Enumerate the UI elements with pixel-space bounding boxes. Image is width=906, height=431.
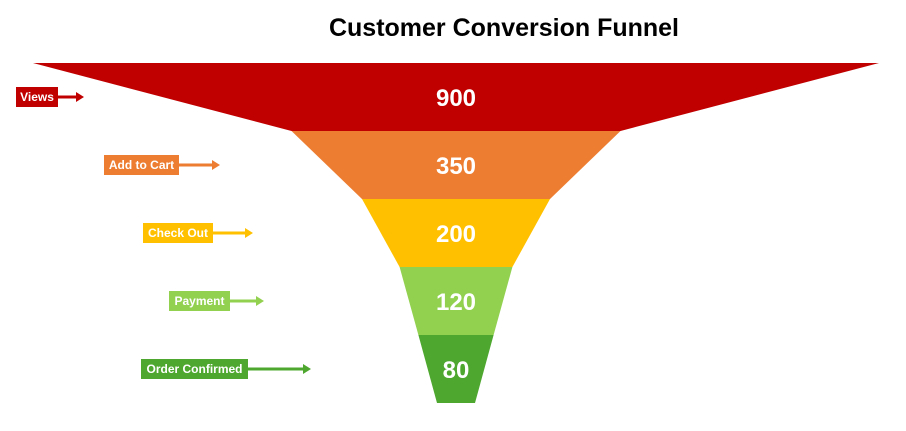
stage-label: Views <box>20 90 54 104</box>
stage-label-box <box>143 223 213 243</box>
funnel-segment-check-out <box>362 199 550 267</box>
arrow-head-icon <box>212 160 220 170</box>
funnel-segment-add-to-cart <box>291 131 621 199</box>
funnel-segment-views <box>33 63 879 131</box>
value-label: 900 <box>436 85 476 112</box>
stage-label-box <box>16 87 58 107</box>
stage-label-box <box>141 359 248 379</box>
funnel-segment-payment <box>399 267 513 335</box>
arrow-head-icon <box>256 296 264 306</box>
stage-label: Payment <box>174 294 224 308</box>
stage-label: Order Confirmed <box>146 362 242 376</box>
arrow-head-icon <box>303 364 311 374</box>
funnel-segment-order-confirmed <box>418 335 494 403</box>
value-label: 120 <box>436 289 476 316</box>
value-label: 350 <box>436 153 476 180</box>
stage-label: Check Out <box>148 226 208 240</box>
stage-label-box <box>104 155 179 175</box>
arrow-head-icon <box>76 92 84 102</box>
stage-label-box <box>169 291 230 311</box>
arrow-head-icon <box>245 228 253 238</box>
stage-label: Add to Cart <box>109 158 174 172</box>
chart-title: Customer Conversion Funnel <box>328 14 680 42</box>
value-label: 200 <box>436 221 476 248</box>
value-label: 80 <box>443 357 470 384</box>
